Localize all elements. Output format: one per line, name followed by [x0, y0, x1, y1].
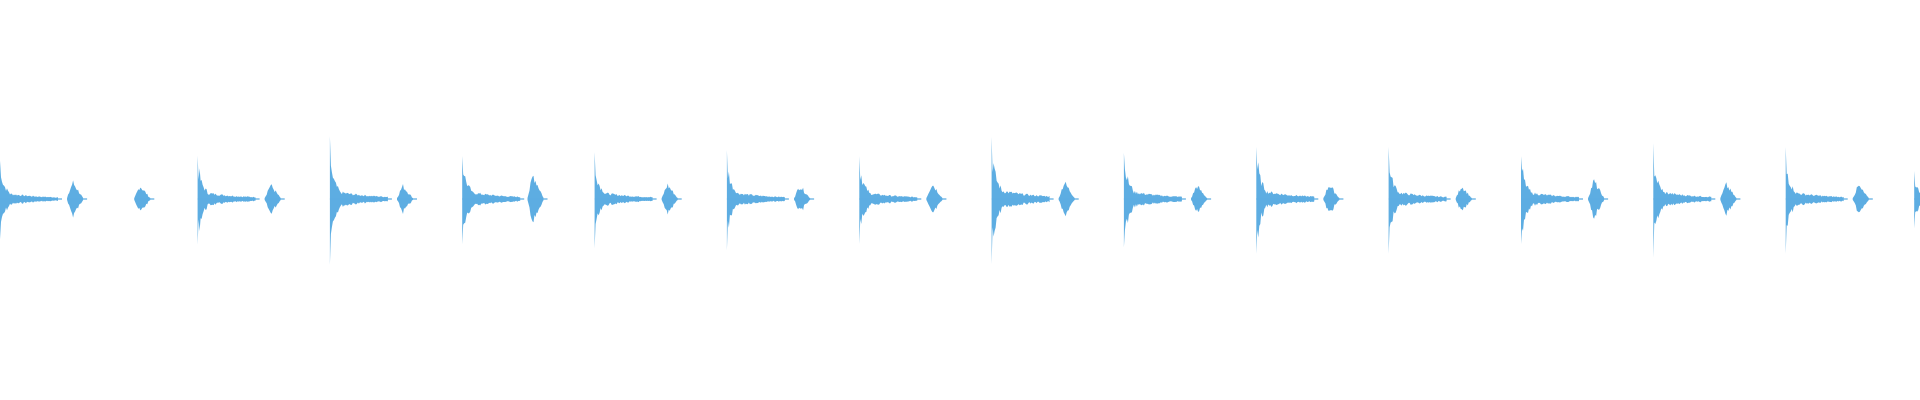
waveform-transient	[1914, 171, 1920, 229]
waveform-hit	[794, 187, 815, 211]
waveform-hit	[726, 150, 789, 251]
waveform-hit	[134, 187, 155, 211]
waveform-hit	[1653, 143, 1716, 258]
waveform-hit	[1785, 147, 1848, 254]
waveform-hit	[462, 156, 525, 245]
waveform-transient	[1653, 143, 1712, 258]
waveform-transient	[859, 156, 918, 244]
waveform-hit	[1588, 179, 1609, 219]
waveform-transient	[197, 155, 256, 245]
waveform-hit	[1720, 182, 1741, 216]
waveform-hit	[1123, 152, 1186, 248]
waveform-transient	[594, 152, 653, 249]
waveform-hit	[527, 175, 548, 223]
waveform-transient	[1123, 152, 1182, 248]
waveform-hit	[264, 184, 285, 214]
waveform-hit	[1388, 146, 1451, 254]
waveform-transient	[991, 136, 1050, 265]
waveform-hit	[1455, 187, 1476, 211]
waveform-hit	[329, 136, 392, 265]
waveform-hit	[197, 155, 260, 245]
waveform-hit	[926, 185, 947, 213]
waveform-hit	[1852, 185, 1873, 213]
waveform-transient	[1521, 156, 1579, 244]
waveform-hit	[1914, 171, 1920, 229]
waveform-hit	[1058, 181, 1079, 217]
waveform-hit	[1191, 186, 1212, 212]
waveform-hit	[859, 156, 922, 244]
waveform-transient	[329, 136, 388, 265]
waveform-transient	[1388, 146, 1447, 254]
waveform-transient	[1256, 146, 1315, 254]
waveform-transient	[462, 156, 521, 245]
waveform-hit	[594, 152, 657, 249]
waveform-hit	[1323, 187, 1344, 211]
waveform-transient	[1785, 147, 1844, 254]
waveform-transient	[0, 160, 58, 240]
waveform-hit	[0, 160, 62, 240]
waveform-transient	[726, 150, 785, 251]
waveform-hit	[991, 136, 1054, 265]
waveform-hit	[1521, 156, 1583, 244]
waveform-hit	[397, 184, 417, 214]
waveform-hit	[661, 183, 682, 215]
waveform-hit	[67, 180, 88, 218]
waveform-hit	[1256, 146, 1319, 254]
